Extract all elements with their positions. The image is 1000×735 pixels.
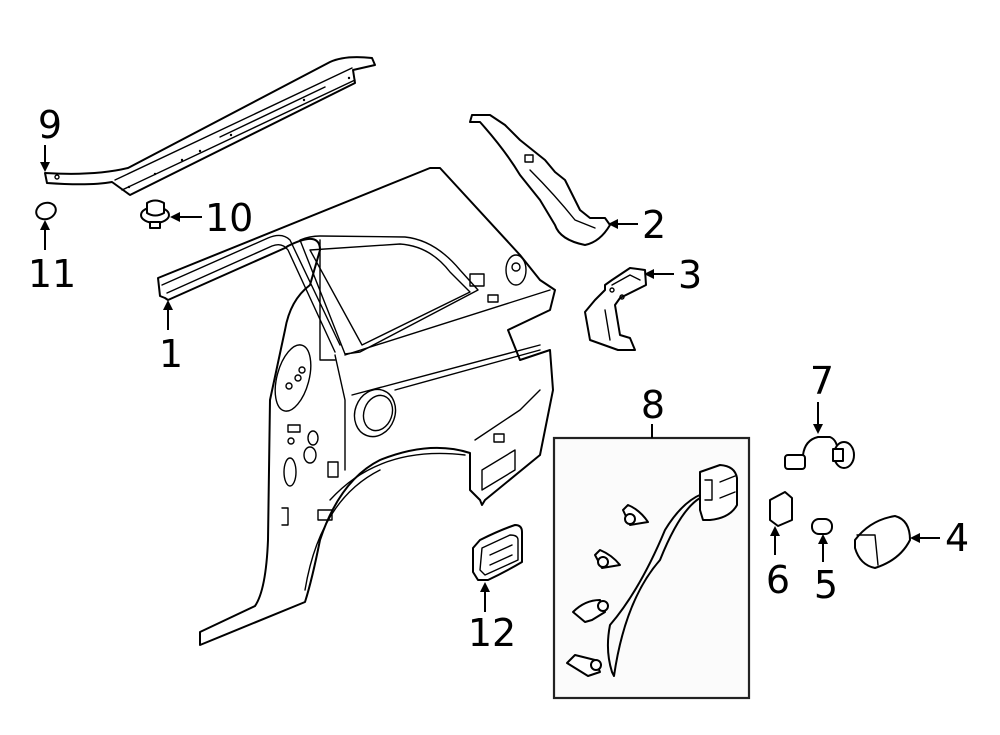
part-6-spring[interactable] bbox=[769, 491, 793, 527]
callout-12: 12 bbox=[468, 611, 516, 655]
callout-9: 9 bbox=[38, 103, 62, 147]
part-2-reinforcement[interactable] bbox=[469, 114, 611, 246]
part-9-rail-molding[interactable] bbox=[44, 56, 376, 196]
part-10-grommet[interactable] bbox=[140, 199, 170, 229]
callout-10: 10 bbox=[205, 196, 253, 240]
part-11-plug[interactable] bbox=[34, 200, 58, 222]
part-7-release-cable[interactable] bbox=[784, 436, 855, 470]
part-8-opener-assembly[interactable] bbox=[566, 464, 738, 677]
callout-6: 6 bbox=[766, 558, 790, 602]
part-12-housing[interactable] bbox=[472, 524, 523, 581]
callout-2: 2 bbox=[642, 203, 666, 247]
callout-8: 8 bbox=[641, 383, 665, 427]
part-5-bumper[interactable] bbox=[811, 518, 833, 535]
callout-5: 5 bbox=[814, 563, 838, 607]
callout-4: 4 bbox=[945, 516, 969, 560]
callout-1: 1 bbox=[159, 332, 183, 376]
part-1-quarter-panel[interactable] bbox=[157, 167, 556, 646]
callout-11: 11 bbox=[28, 252, 76, 296]
callout-labels: 9 11 10 1 2 3 7 8 6 5 4 12 bbox=[28, 103, 969, 655]
callout-7: 7 bbox=[810, 359, 834, 403]
part-4-fuel-door[interactable] bbox=[854, 515, 911, 569]
callout-3: 3 bbox=[678, 253, 702, 297]
leader-lines bbox=[40, 145, 940, 612]
part-3-bracket[interactable] bbox=[584, 267, 647, 351]
